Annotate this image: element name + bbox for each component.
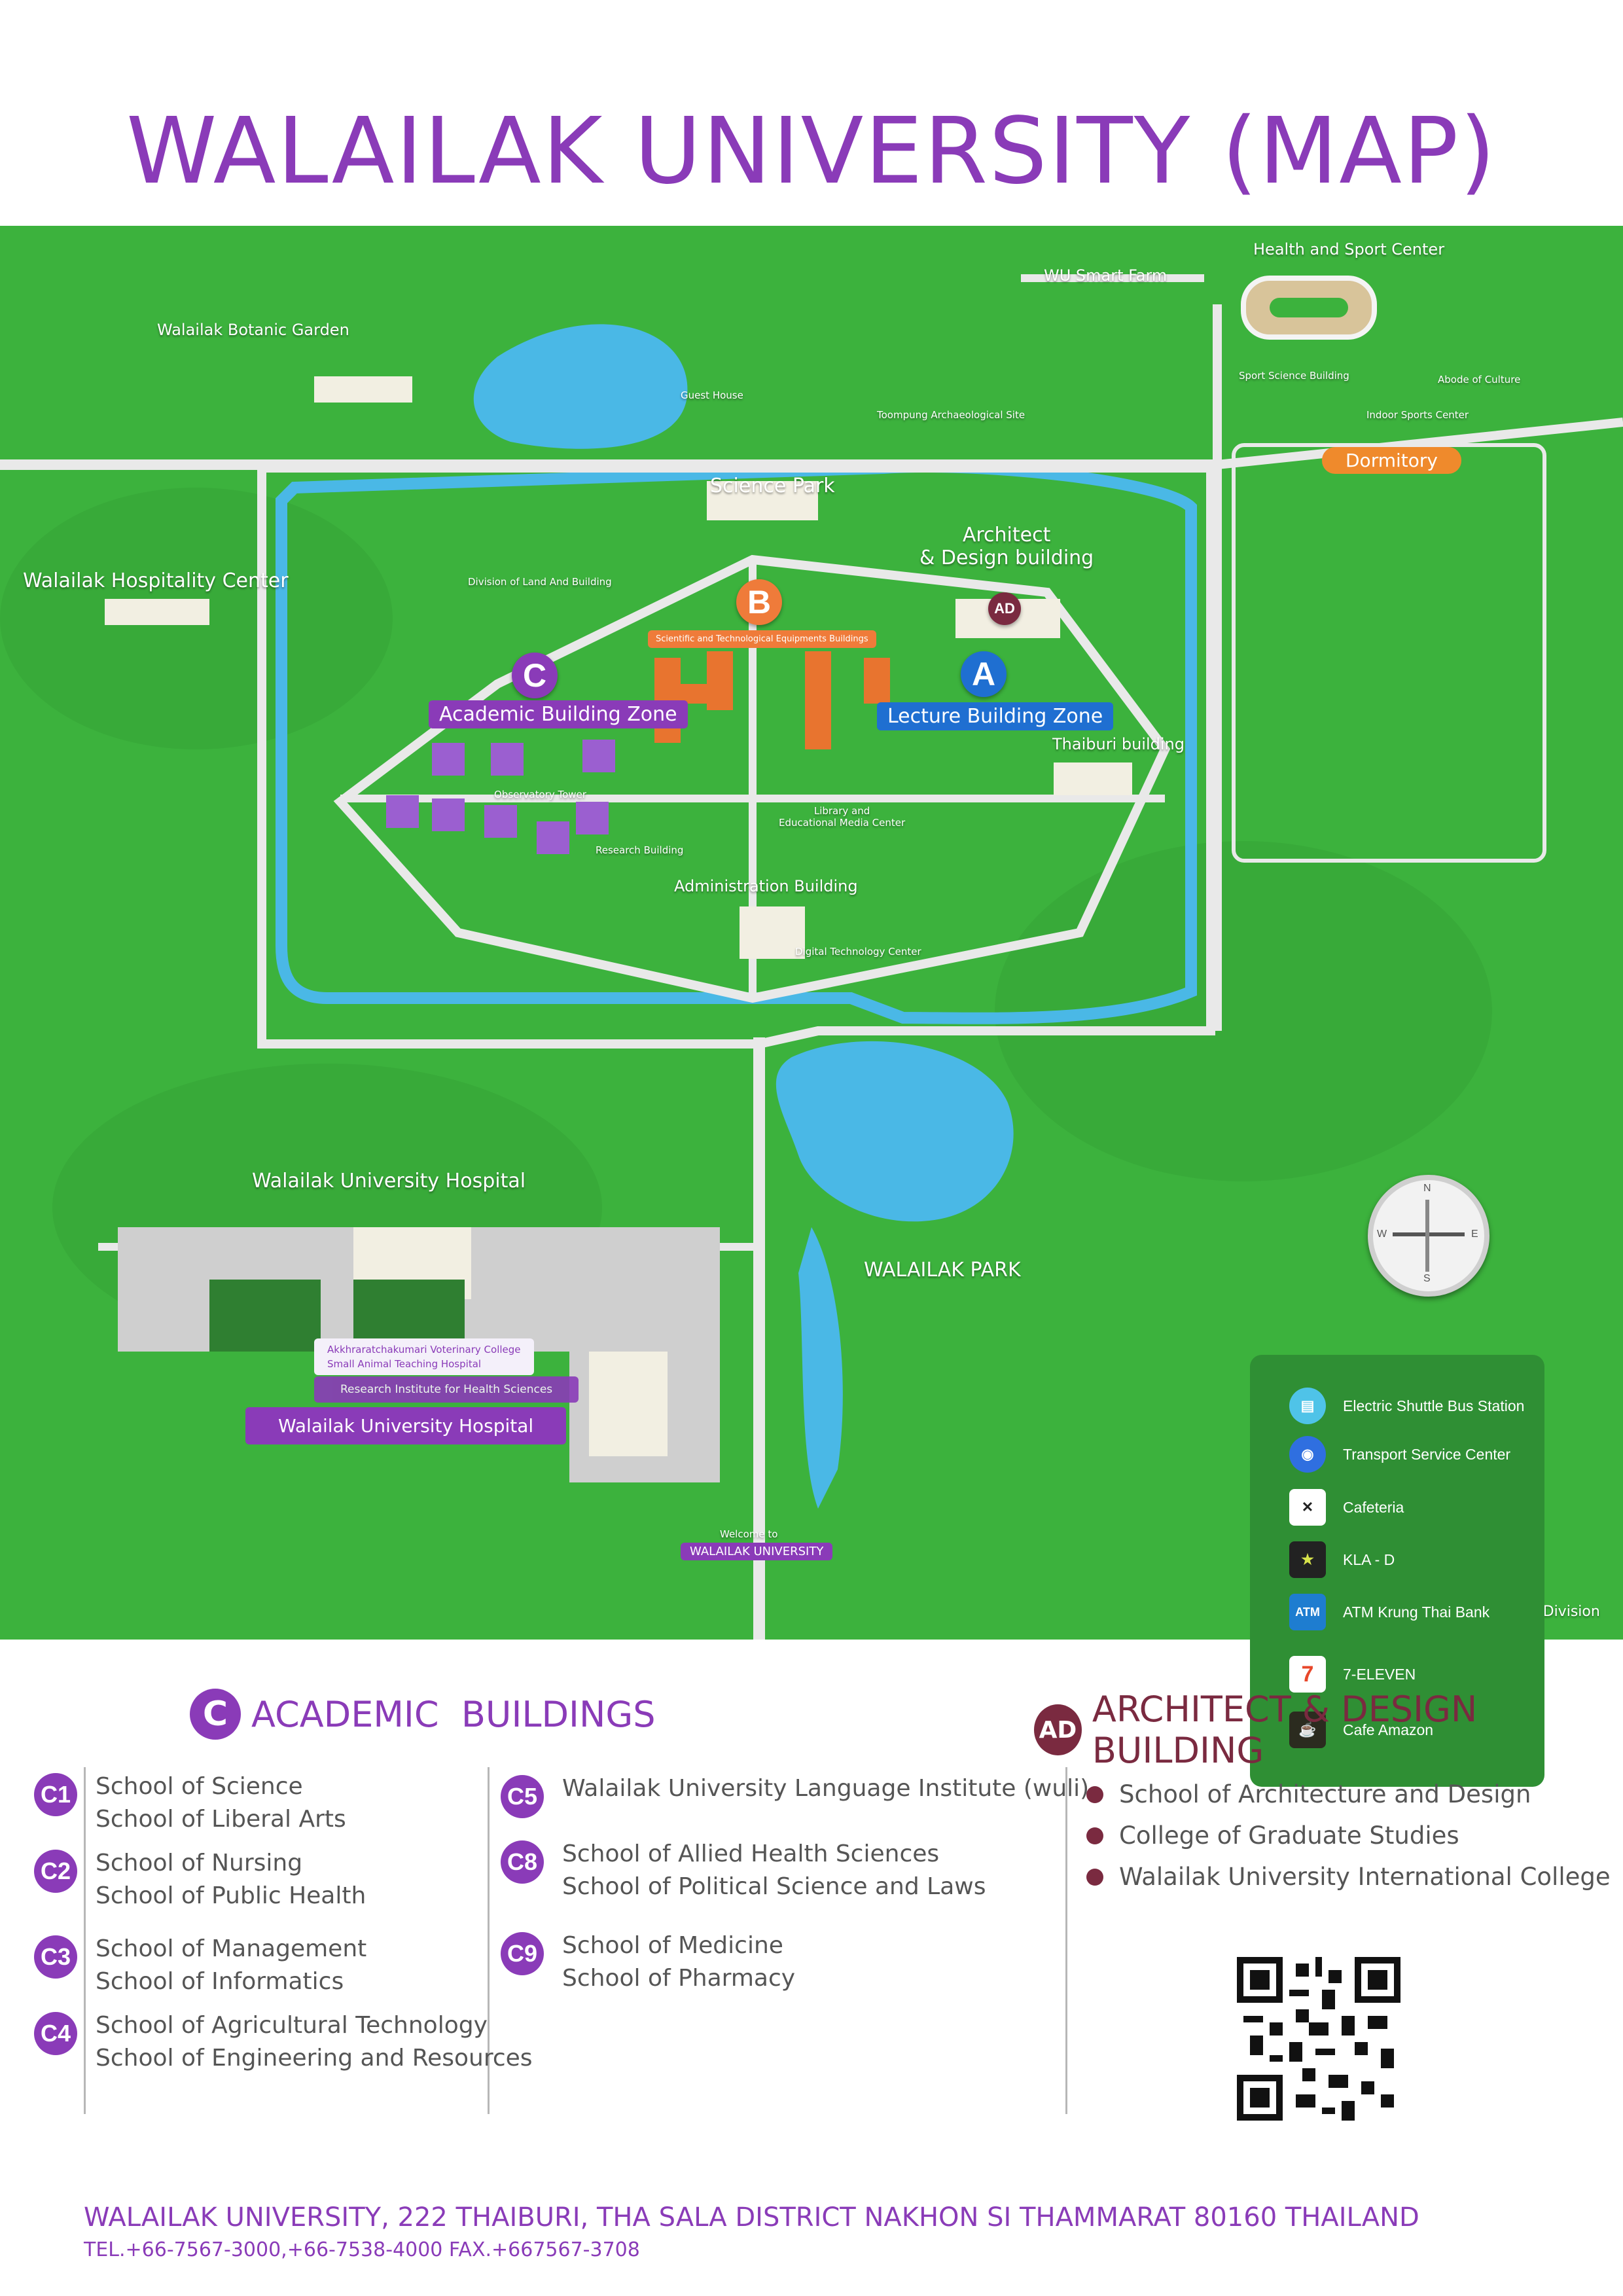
abode-culture-label: Abode of Culture [1438, 374, 1521, 386]
digital-tech-label: Digital Technology Center [795, 946, 921, 958]
research-building-label: Research Building [596, 844, 684, 856]
park-lake [776, 1041, 1014, 1222]
hospitality-label: Walailak Hospitality Center [23, 569, 289, 592]
sci-tech-label: Scientific and Technological Equipments … [648, 630, 876, 648]
shuttle-bus-icon: ▤ [1289, 1388, 1326, 1424]
dormitory-label: Dormitory [1322, 447, 1461, 474]
hospital-top-label: Walailak University Hospital [252, 1170, 526, 1193]
page-title: WALAILAK UNIVERSITY (MAP) [126, 98, 1497, 205]
park-label: WALAILAK PARK [864, 1259, 1021, 1282]
map-legend: ▤Electric Shuttle Bus Station ◉Transport… [1250, 1355, 1544, 1787]
legend-cafe-amazon: ☕Cafe Amazon [1289, 1710, 1433, 1749]
compass-icon: N S E W [1368, 1175, 1489, 1297]
vet-college-label: Akkhraratchakumari Voterinary College Sm… [314, 1338, 534, 1375]
administration-label: Administration Building [674, 877, 858, 895]
legend-kla-d: ★KLA - D [1289, 1540, 1395, 1579]
ad-item-3: Walailak University International Colleg… [1086, 1863, 1611, 1891]
seven-eleven-icon: 7 [1289, 1656, 1326, 1693]
ad-marker[interactable]: AD [988, 592, 1021, 625]
footer-contact: TEL.+66-7567-3000,+66-7538-4000 FAX.+667… [84, 2238, 640, 2261]
architect-heading: AD ARCHITECT & DESIGN BUILDING [1034, 1689, 1623, 1771]
cafe-amazon-icon: ☕ [1289, 1712, 1326, 1748]
zone-b-marker[interactable]: B [736, 579, 782, 625]
footer-address: WALAILAK UNIVERSITY, 222 THAIBURI, THA S… [84, 2202, 1419, 2233]
ad-item-2: College of Graduate Studies [1086, 1821, 1459, 1850]
research-institute-label: Research Institute for Health Sciences [314, 1376, 579, 1403]
van-icon: ◉ [1289, 1436, 1326, 1473]
sport-science-label: Sport Science Building [1239, 370, 1349, 382]
smart-farm-label: WU Smart Farm [1044, 266, 1168, 285]
legend-transport: ◉Transport Service Center [1289, 1435, 1510, 1474]
zone-c-marker[interactable]: C [512, 653, 558, 698]
academic-buildings [386, 740, 615, 854]
lecture-zone-label: Lecture Building Zone [877, 702, 1114, 730]
kla-d-icon: ★ [1289, 1541, 1326, 1578]
compass-w: W [1377, 1229, 1387, 1240]
zone-a-marker[interactable]: A [961, 651, 1007, 697]
archaeological-label: Toompung Archaeological Site [877, 409, 1026, 421]
architect-badge: AD [1034, 1704, 1082, 1755]
indoor-sports-label: Indoor Sports Center [1366, 409, 1469, 421]
academic-zone-label: Academic Building Zone [429, 700, 688, 728]
botanic-garden-label: Walailak Botanic Garden [157, 321, 349, 339]
legend-shuttle: ▤Electric Shuttle Bus Station [1289, 1386, 1524, 1426]
guest-house-label: Guest House [681, 389, 743, 401]
observatory-label: Observatory Tower [494, 789, 586, 800]
welcome-sign: WALAILAK UNIVERSITY [681, 1543, 833, 1560]
thaiburi-label: Thaiburi building [1052, 735, 1185, 753]
land-building-label: Division of Land And Building [468, 576, 612, 588]
science-park-label: Science Park [710, 475, 835, 497]
compass-n: N [1423, 1183, 1431, 1194]
campus-map[interactable]: Walailak Botanic Garden Guest House WU S… [0, 226, 1623, 1787]
botanic-lake [473, 324, 688, 449]
architect-label: Architect & Design building [919, 524, 1094, 569]
ad-item-1: School of Architecture and Design [1086, 1780, 1531, 1808]
academic-badge: C [190, 1689, 241, 1740]
fork-knife-icon: ✕ [1289, 1489, 1326, 1526]
compass-e: E [1471, 1229, 1478, 1240]
legend-cafeteria: ✕Cafeteria [1289, 1488, 1404, 1527]
welcome-label: Welcome to [720, 1528, 778, 1540]
academic-heading: C ACADEMIC BUILDINGS [190, 1689, 656, 1740]
hospital-label: Walailak University Hospital [245, 1407, 567, 1444]
divider [1065, 1767, 1067, 2114]
qr-code[interactable] [1237, 1957, 1400, 2121]
atm-icon: ATM [1289, 1594, 1326, 1630]
health-sport-label: Health and Sport Center [1253, 240, 1445, 259]
divider [84, 1767, 86, 2114]
compass-s: S [1423, 1273, 1431, 1284]
library-label: Library and Educational Media Center [779, 805, 906, 829]
divider [488, 1767, 490, 2114]
